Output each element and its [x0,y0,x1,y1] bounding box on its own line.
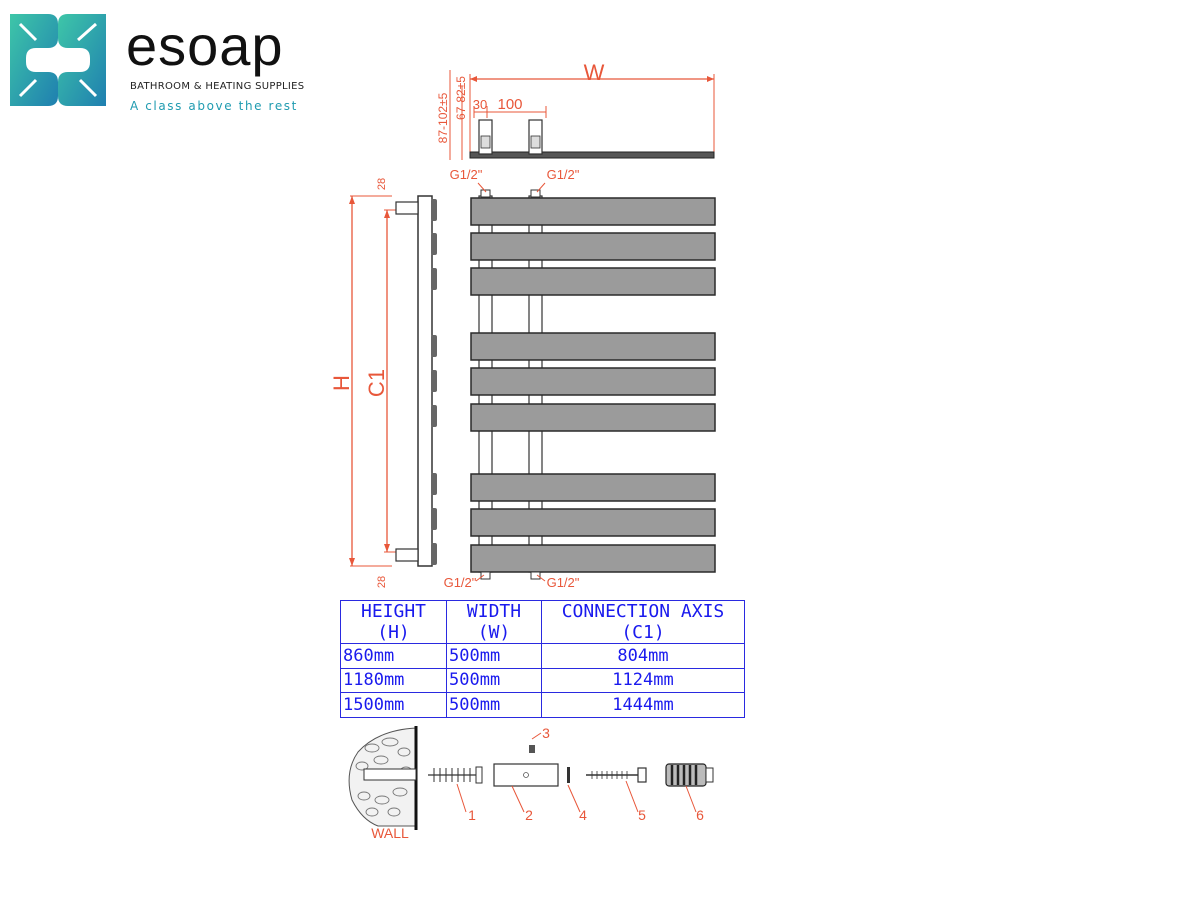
cell-height: 860mm [340,643,447,669]
towel-bar [470,367,716,396]
header-line: WIDTH [466,601,522,622]
connector-top-left-label: G1/2" [450,167,483,182]
towel-bar [470,403,716,432]
part-4-label: 4 [579,807,587,823]
axis-label: C1 [364,369,389,397]
connector-bottom-left-label: G1/2" [444,575,477,590]
table-header-row: HEIGHT (H) WIDTH (W) CONNECTION AXIS (C1… [340,600,745,644]
part-5-label: 5 [638,807,646,823]
header-line: (H) [377,622,410,643]
cell-axis: 804mm [541,643,745,669]
part-6-label: 6 [696,807,704,823]
towel-bar [470,473,716,502]
front-view: G1/2" G1/2" G1/2" G1/2" [444,167,716,590]
header-height: HEIGHT (H) [340,600,447,644]
header-line: (W) [477,622,511,643]
connector-top-right-label: G1/2" [547,167,580,182]
brand-tagline: A class above the rest [130,99,298,113]
towel-bar [470,332,716,361]
part-3-label: 3 [542,725,550,741]
fixing-kit: WALL 1 2 3 4 [348,725,714,841]
cell-width: 500mm [446,692,542,718]
towel-bar [470,508,716,537]
connector-bottom-right-label: G1/2" [547,575,580,590]
wall-label: WALL [371,825,409,841]
width-label: W [584,60,605,85]
gap-top-label: 28 [376,178,388,190]
header-width: WIDTH (W) [446,600,542,644]
offset-a-label: 30 [473,97,487,112]
offset-b-label: 100 [497,96,522,113]
brand-subtitle: BATHROOM & HEATING SUPPLIES [130,81,305,92]
brand-name: esoap [126,14,284,77]
table-row: 860mm 500mm 804mm [340,643,745,669]
side-view: H C1 28 28 [329,178,437,588]
cell-height: 1180mm [340,667,447,694]
header-line: HEIGHT [360,601,427,622]
height-label: H [329,375,354,391]
logo-mark-icon [10,14,106,106]
depth-inner-label: 67-82±5 [454,76,468,120]
header-axis: CONNECTION AXIS (C1) [541,600,745,644]
towel-bar [470,544,716,573]
header-line: CONNECTION AXIS [561,601,725,622]
top-view: W 87-102±5 67-82±5 30 100 [436,60,715,160]
gap-bottom-label: 28 [376,576,388,588]
cell-height: 1500mm [340,692,447,718]
table-row: 1500mm 500mm 1444mm [340,692,745,718]
part-1-label: 1 [468,807,476,823]
cell-axis: 1124mm [541,667,745,694]
cell-width: 500mm [446,643,542,669]
cell-axis: 1444mm [541,692,745,718]
towel-bar [470,197,716,226]
towel-bar [470,267,716,296]
brand-logo: esoap BATHROOM & HEATING SUPPLIES A clas… [8,10,308,113]
header-line: (C1) [621,622,665,643]
part-2-label: 2 [525,807,533,823]
towel-bar [470,232,716,261]
cell-width: 500mm [446,667,542,694]
spec-table: HEIGHT (H) WIDTH (W) CONNECTION AXIS (C1… [340,600,745,718]
table-row: 1180mm 500mm 1124mm [340,667,745,694]
depth-outer-label: 87-102±5 [436,92,450,143]
